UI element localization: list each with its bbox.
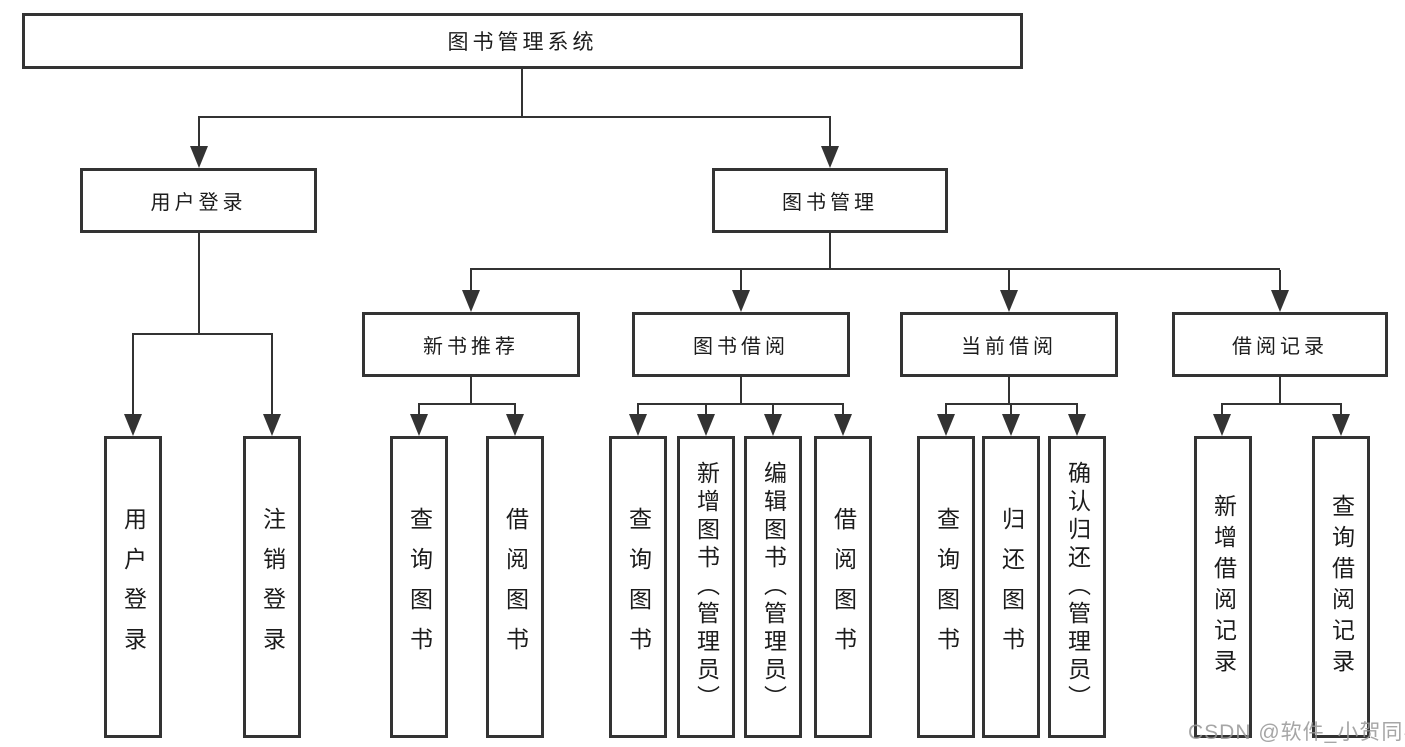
leaf-user-login: 用户登录 (104, 436, 162, 738)
node-user-login-group: 用户登录 (80, 168, 317, 233)
arrow-down-icon (263, 414, 281, 436)
node-label: 新增借阅记录 (1210, 494, 1237, 680)
connector-line (198, 233, 200, 335)
leaf-borrow-books-recommend: 借阅图书 (486, 436, 544, 738)
arrow-down-icon (764, 414, 782, 436)
node-label: 用户登录 (120, 507, 147, 667)
node-label: 查询借阅记录 (1328, 494, 1355, 680)
leaf-query-books-recommend: 查询图书 (390, 436, 448, 738)
arrow-down-icon (834, 414, 852, 436)
node-label: 图书借阅 (693, 336, 789, 358)
node-label: 借阅记录 (1232, 336, 1328, 358)
connector-line (705, 405, 707, 417)
arrow-down-icon (1000, 290, 1018, 312)
node-label: 新增图书（管理员） (693, 461, 720, 713)
node-label: 图书管理系统 (447, 31, 598, 54)
arrow-down-icon (410, 414, 428, 436)
connector-line (772, 405, 774, 417)
leaf-query-books-borrowing: 查询图书 (609, 436, 667, 738)
node-label: 查询图书 (406, 507, 433, 667)
connector-line (740, 270, 742, 292)
arrow-down-icon (937, 414, 955, 436)
arrow-down-icon (1068, 414, 1086, 436)
connector-line (1008, 270, 1010, 292)
node-label: 借阅图书 (502, 507, 529, 667)
node-book-borrowing: 图书借阅 (632, 312, 850, 377)
connector-line (945, 403, 1078, 405)
connector-line (945, 405, 947, 417)
connector-line (418, 405, 420, 417)
node-label: 注销登录 (259, 507, 286, 667)
connector-line (637, 405, 639, 417)
arrow-down-icon (697, 414, 715, 436)
connector-line (829, 118, 831, 152)
connector-line (1279, 270, 1281, 292)
connector-line (1076, 405, 1078, 417)
arrow-down-icon (629, 414, 647, 436)
leaf-add-books-admin: 新增图书（管理员） (677, 436, 735, 738)
connector-line (842, 405, 844, 417)
arrow-down-icon (1002, 414, 1020, 436)
connector-line (829, 233, 831, 270)
node-label: 确认归还（管理员） (1064, 461, 1091, 713)
connector-line (1340, 405, 1342, 417)
connector-line (1279, 377, 1281, 405)
connector-line (198, 116, 831, 118)
arrow-down-icon (1213, 414, 1231, 436)
connector-line (132, 333, 273, 335)
node-label: 借阅图书 (830, 507, 857, 667)
connector-line (198, 118, 200, 152)
connector-line (1008, 377, 1010, 405)
connector-line (740, 377, 742, 405)
node-label: 查询图书 (625, 507, 652, 667)
arrow-down-icon (124, 414, 142, 436)
node-borrowing-records: 借阅记录 (1172, 312, 1388, 377)
node-label: 当前借阅 (961, 336, 1057, 358)
leaf-query-borrow-record: 查询借阅记录 (1312, 436, 1370, 738)
arrow-down-icon (1332, 414, 1350, 436)
leaf-borrow-books-borrowing: 借阅图书 (814, 436, 872, 738)
connector-line (470, 377, 472, 405)
arrow-down-icon (1271, 290, 1289, 312)
leaf-return-books: 归还图书 (982, 436, 1040, 738)
node-label: 编辑图书（管理员） (760, 461, 787, 713)
leaf-edit-books-admin: 编辑图书（管理员） (744, 436, 802, 738)
connector-line (521, 69, 523, 118)
node-label: 归还图书 (998, 507, 1025, 667)
connector-line (418, 403, 516, 405)
connector-line (1010, 405, 1012, 417)
node-new-book-recommendation: 新书推荐 (362, 312, 580, 377)
leaf-add-borrow-record: 新增借阅记录 (1194, 436, 1252, 738)
arrow-down-icon (462, 290, 480, 312)
connector-line (470, 270, 472, 292)
connector-line (470, 268, 1280, 270)
node-label: 用户登录 (150, 192, 247, 214)
arrow-down-icon (821, 146, 839, 168)
connector-line (514, 405, 516, 417)
leaf-logout-login: 注销登录 (243, 436, 301, 738)
node-library-management-system: 图书管理系统 (22, 13, 1023, 69)
node-current-borrowing: 当前借阅 (900, 312, 1118, 377)
node-label: 新书推荐 (423, 336, 519, 358)
node-book-management: 图书管理 (712, 168, 948, 233)
csdn-watermark: CSDN @软件_小贺同学 (1188, 721, 1405, 744)
leaf-query-books-current: 查询图书 (917, 436, 975, 738)
node-label: 查询图书 (933, 507, 960, 667)
arrow-down-icon (732, 290, 750, 312)
connector-line (271, 335, 273, 417)
connector-line (1221, 405, 1223, 417)
connector-line (1221, 403, 1342, 405)
arrow-down-icon (506, 414, 524, 436)
connector-line (132, 335, 134, 417)
connector-line (637, 403, 844, 405)
leaf-confirm-return-admin: 确认归还（管理员） (1048, 436, 1106, 738)
arrow-down-icon (190, 146, 208, 168)
node-label: 图书管理 (782, 192, 878, 214)
